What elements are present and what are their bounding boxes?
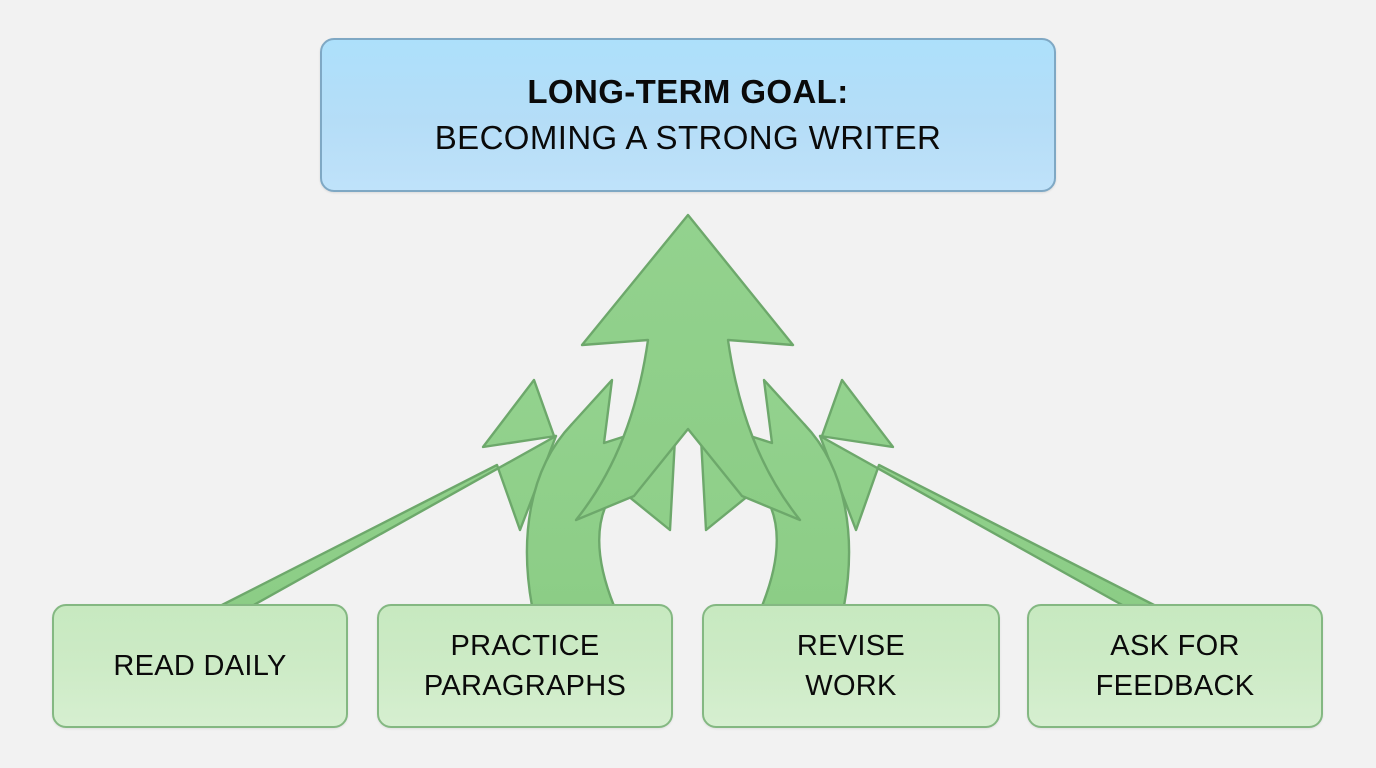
arrow-main-to-goal (574, 213, 802, 522)
action-box-label: PRACTICE PARAGRAPHS (423, 630, 627, 702)
action-box-label: REVISE WORK (796, 630, 906, 702)
action-box-label: ASK FOR FEEDBACK (1095, 630, 1255, 702)
action-box-practice-paragraphs[interactable]: PRACTICE PARAGRAPHS (377, 604, 673, 728)
action-box-read-daily[interactable]: READ DAILY (52, 604, 348, 728)
action-box-label: READ DAILY (113, 650, 287, 682)
goal-title-secondary: BECOMING A STRONG WRITER (434, 119, 942, 156)
arrow-from-ask-for-feedback (818, 378, 1308, 608)
arrow-from-read-daily (68, 378, 558, 608)
action-box-revise-work[interactable]: REVISE WORK (702, 604, 1000, 728)
goal-box[interactable]: LONG-TERM GOAL: BECOMING A STRONG WRITER (320, 38, 1056, 192)
goal-title-primary: LONG-TERM GOAL: (527, 73, 849, 110)
action-box-ask-for-feedback[interactable]: ASK FOR FEEDBACK (1027, 604, 1323, 728)
